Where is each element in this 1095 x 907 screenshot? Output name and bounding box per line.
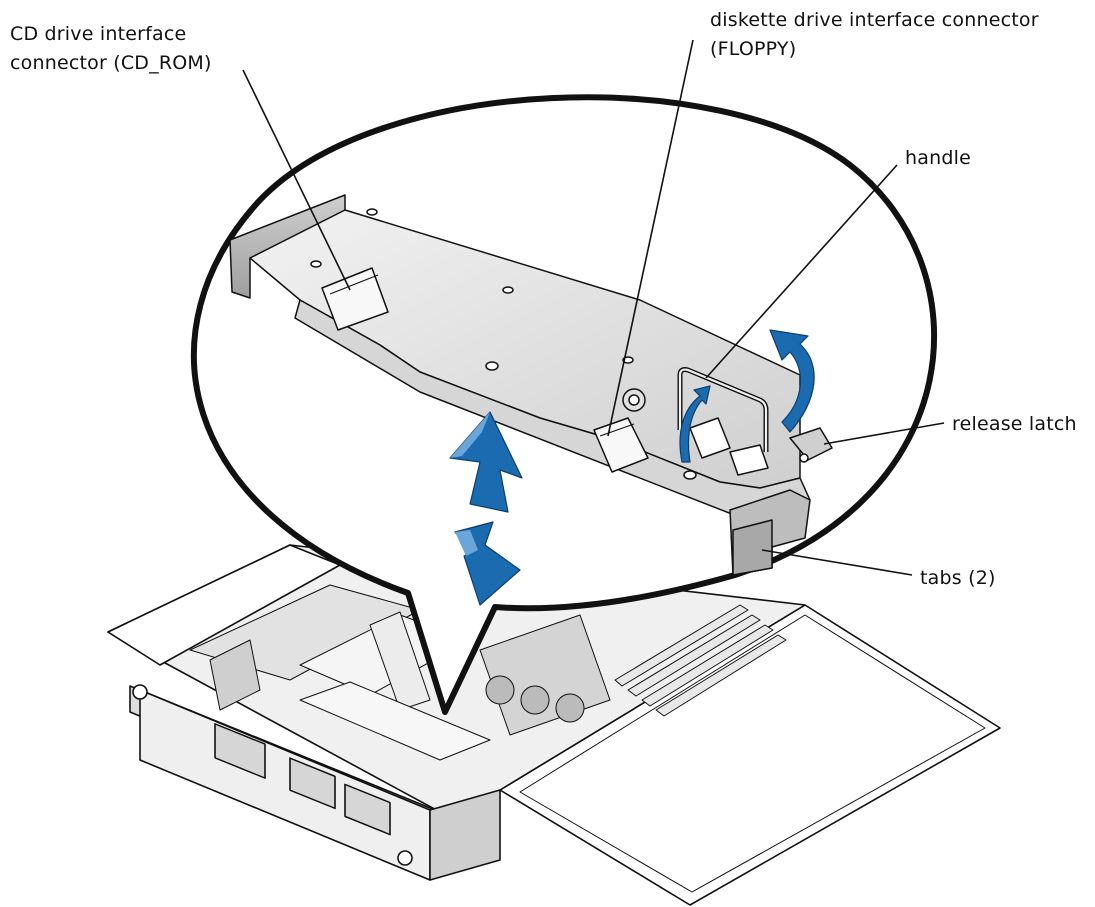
callout-tabs: tabs (2) — [920, 564, 996, 593]
power-supply — [299, 681, 491, 761]
callout-handle: handle — [905, 144, 971, 173]
callout-cd-line2: connector (CD_ROM) — [10, 52, 212, 74]
floppy-connector — [593, 417, 649, 473]
front-knob-2 — [397, 850, 413, 866]
fan-2 — [520, 685, 550, 715]
memory-slots — [614, 604, 787, 717]
standoffs — [310, 208, 697, 480]
callout-floppy-line1: diskette drive interface connector — [710, 9, 1039, 31]
release-latch — [789, 427, 833, 461]
drive-bay-2 — [289, 757, 336, 810]
callout-release-latch: release latch — [952, 410, 1077, 439]
leader-release — [823, 422, 945, 445]
leader-handle — [705, 164, 898, 379]
chassis-front-edge — [429, 789, 501, 881]
internal-ribbon — [369, 611, 431, 711]
callout-cd-connector: CD drive interface connector (CD_ROM) — [10, 20, 212, 78]
internal-heatsink — [209, 639, 261, 711]
tray-front-lip — [294, 299, 811, 519]
tray-cutout-1 — [689, 417, 731, 459]
lift-arrow-up — [449, 411, 523, 513]
motion-arrows — [449, 329, 815, 606]
cd-rom-connector — [321, 267, 389, 331]
callout-release-text: release latch — [952, 413, 1077, 435]
handle-lift-arrow — [679, 385, 711, 463]
callout-floppy-connector: diskette drive interface connector (FLOP… — [710, 6, 1039, 64]
callout-cd-line1: CD drive interface — [10, 23, 187, 45]
callout-handle-text: handle — [905, 147, 971, 169]
drive-bay-1 — [214, 723, 266, 779]
latch-release-arrow — [769, 329, 815, 433]
front-knob-1 — [132, 684, 148, 700]
leader-floppy — [607, 39, 694, 437]
callout-floppy-line2: (FLOPPY) — [710, 38, 797, 60]
fan-1 — [485, 675, 515, 705]
fan-3 — [555, 693, 585, 723]
chassis-cover-inner-edge — [519, 614, 986, 893]
leader-lines — [242, 39, 945, 576]
tray-cutout-2 — [729, 444, 769, 476]
tray-tab — [732, 519, 773, 576]
drive-bay-3 — [344, 783, 391, 836]
leader-tabs — [761, 549, 913, 576]
leader-cd — [242, 69, 351, 291]
callout-tabs-text: tabs (2) — [920, 567, 996, 589]
